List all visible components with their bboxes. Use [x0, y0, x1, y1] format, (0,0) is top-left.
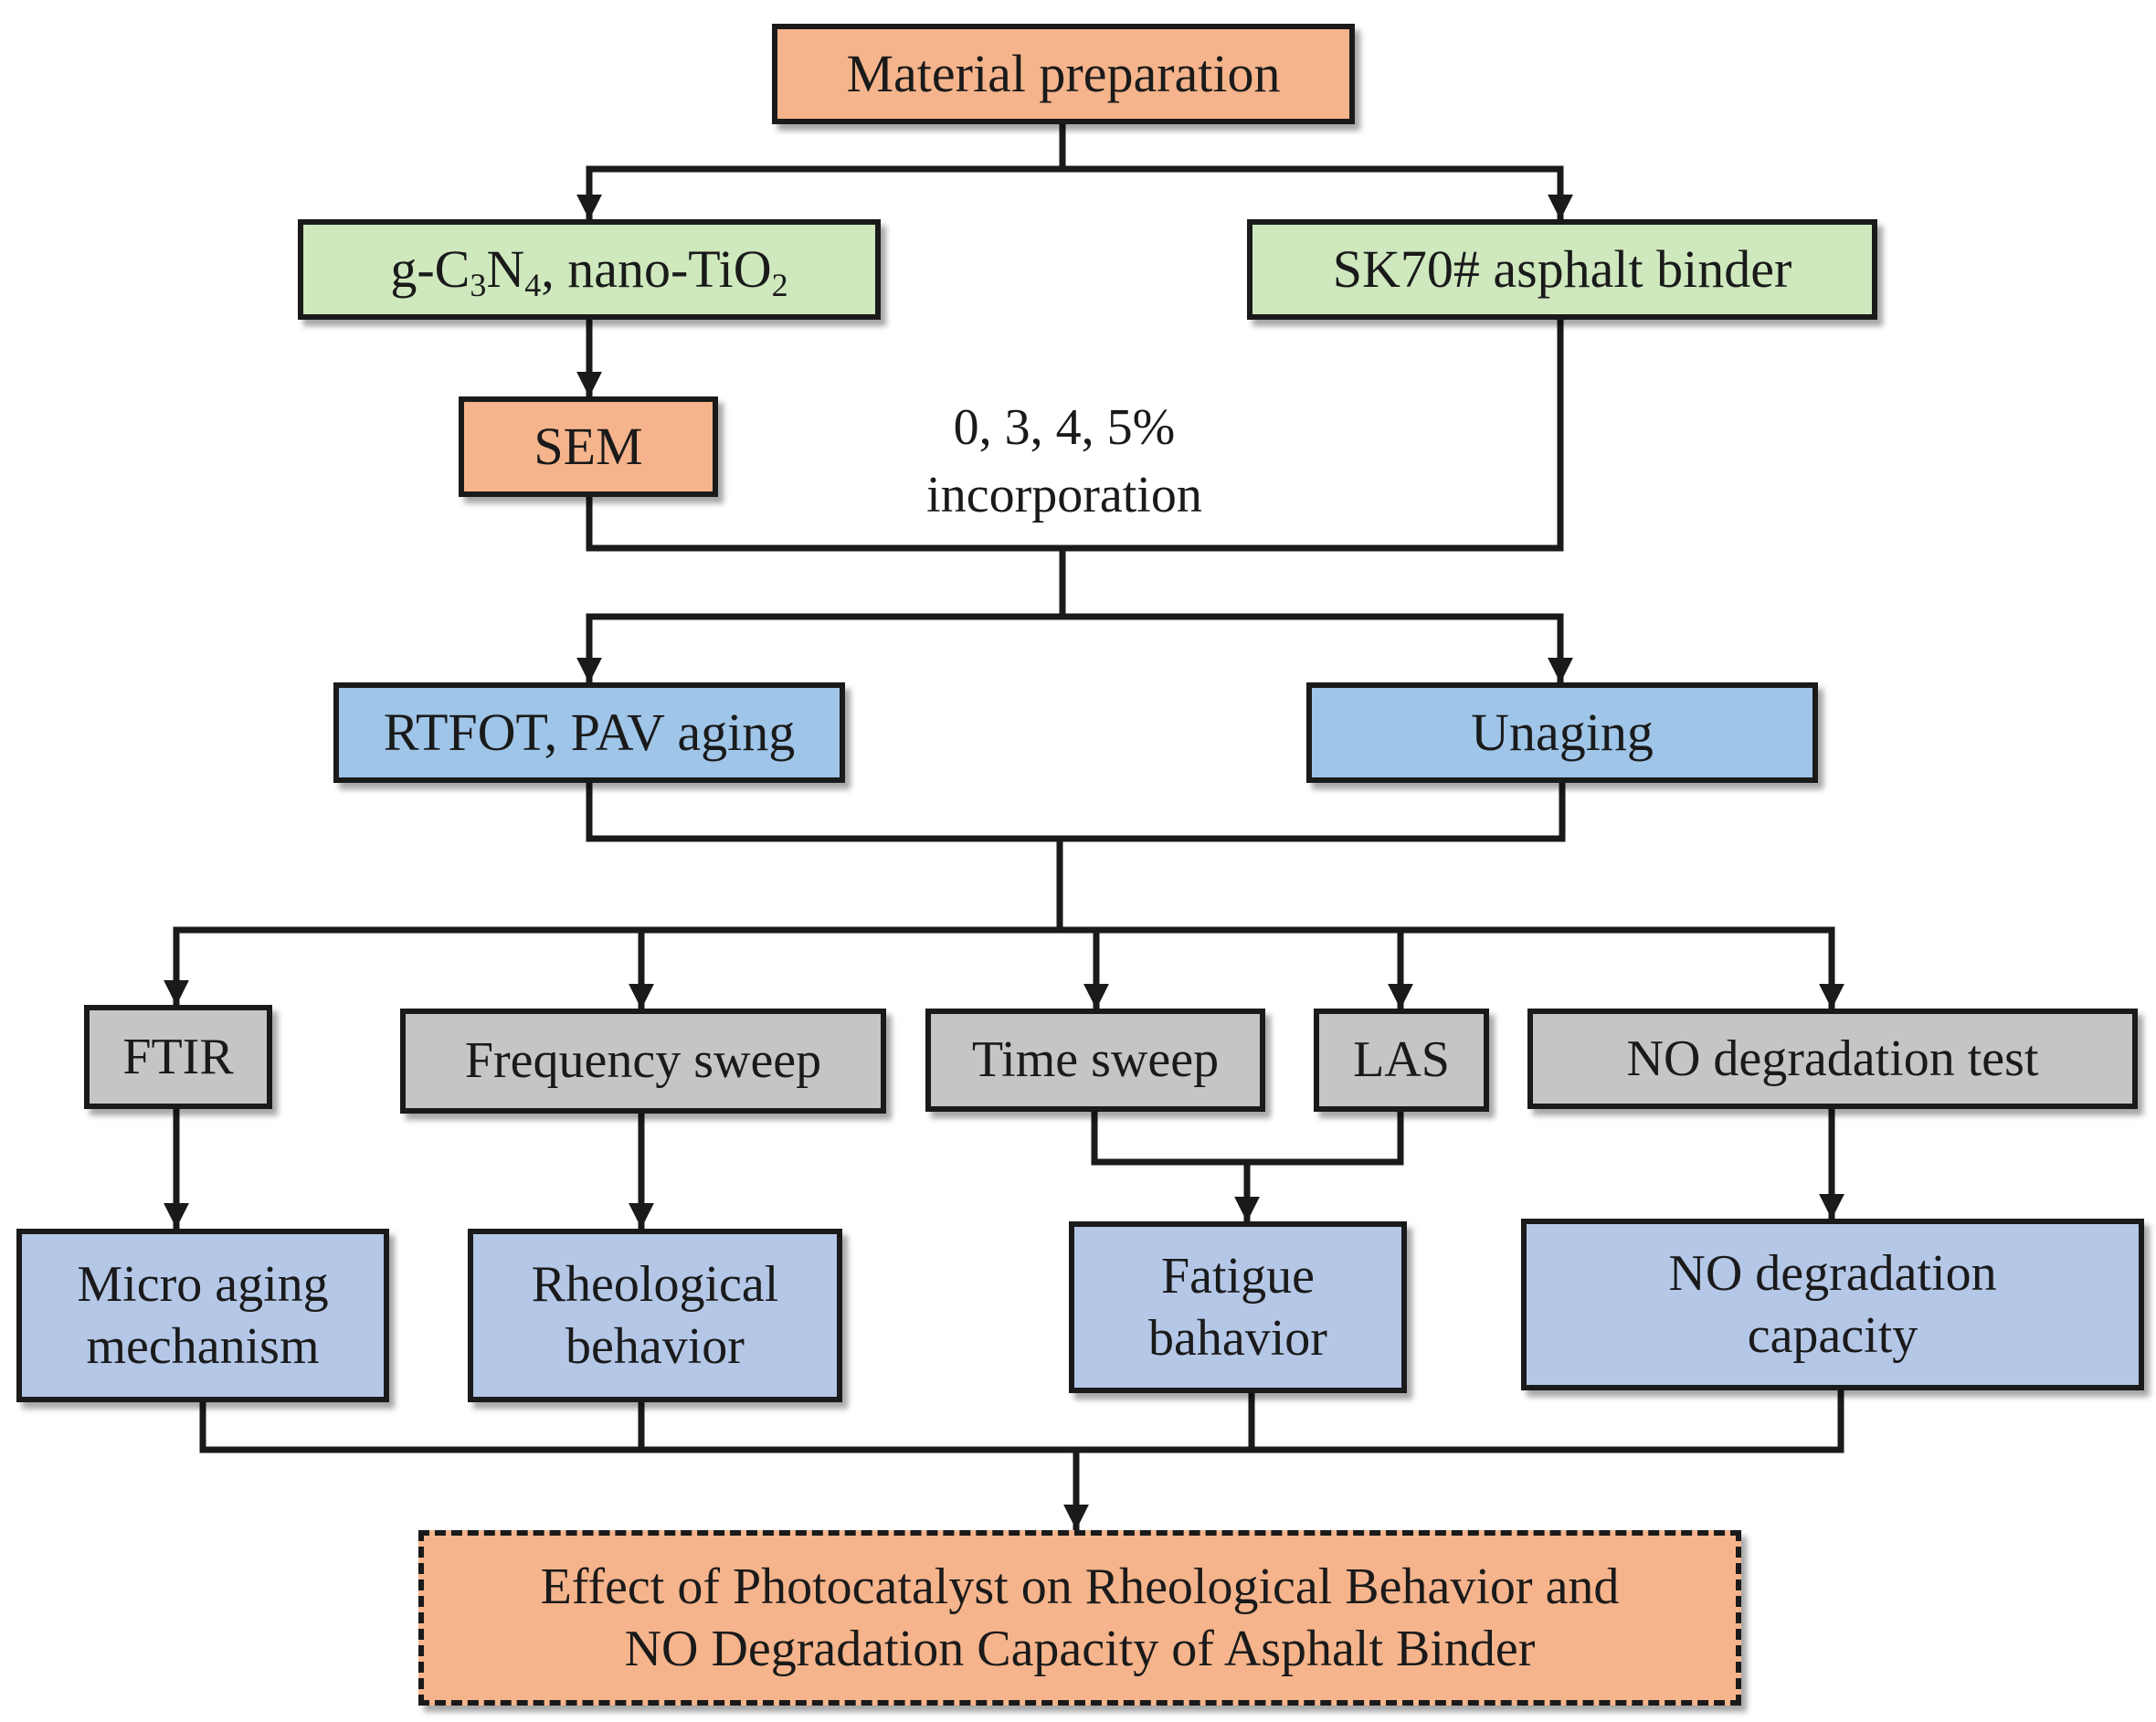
incorporation-label: 0, 3, 4, 5% incorporation — [926, 399, 1202, 523]
rheological-label: Rheological behavior — [531, 1255, 779, 1375]
aging-box: RTFOT, PAV aging — [333, 682, 845, 783]
time-sweep-label: Time sweep — [971, 1031, 1220, 1089]
frequency-sweep-box: Frequency sweep — [400, 1009, 886, 1114]
frequency-sweep-label: Frequency sweep — [464, 1032, 822, 1090]
unaging-label: Unaging — [1471, 702, 1654, 762]
rheological-box: Rheological behavior — [468, 1229, 842, 1402]
micro-aging-label: Micro aging mechanism — [77, 1255, 329, 1375]
no-degradation-capacity-label: NO degradation capacity — [1668, 1244, 1997, 1364]
micro-aging-box: Micro aging mechanism — [16, 1229, 389, 1402]
photocatalyst-label: g-C3N4, nano-TiO2 — [390, 238, 788, 303]
no-degradation-test-box: NO degradation test — [1527, 1009, 2138, 1109]
photocatalyst-box: g-C3N4, nano-TiO2 — [298, 219, 881, 320]
ftir-label: FTIR — [122, 1028, 234, 1085]
conclusion-box: Effect of Photocatalyst on Rheological B… — [418, 1530, 1741, 1706]
aging-label: RTFOT, PAV aging — [383, 702, 796, 762]
asphalt-binder-box: SK70# asphalt binder — [1247, 219, 1877, 320]
material-preparation-box: Material preparation — [772, 24, 1355, 124]
sem-box: SEM — [459, 396, 718, 497]
unaging-box: Unaging — [1306, 682, 1818, 783]
fatigue-label: Fatigue bahavior — [1148, 1247, 1327, 1367]
ftir-box: FTIR — [84, 1005, 272, 1109]
sem-label: SEM — [534, 416, 643, 476]
material-preparation-label: Material preparation — [846, 43, 1281, 103]
no-degradation-capacity-box: NO degradation capacity — [1521, 1219, 2144, 1390]
time-sweep-box: Time sweep — [925, 1009, 1265, 1112]
conclusion-label: Effect of Photocatalyst on Rheological B… — [540, 1558, 1620, 1677]
fatigue-box: Fatigue bahavior — [1069, 1221, 1407, 1393]
asphalt-binder-label: SK70# asphalt binder — [1332, 238, 1792, 299]
las-label: LAS — [1353, 1031, 1450, 1089]
no-degradation-test-label: NO degradation test — [1626, 1030, 2039, 1087]
las-box: LAS — [1314, 1009, 1489, 1112]
